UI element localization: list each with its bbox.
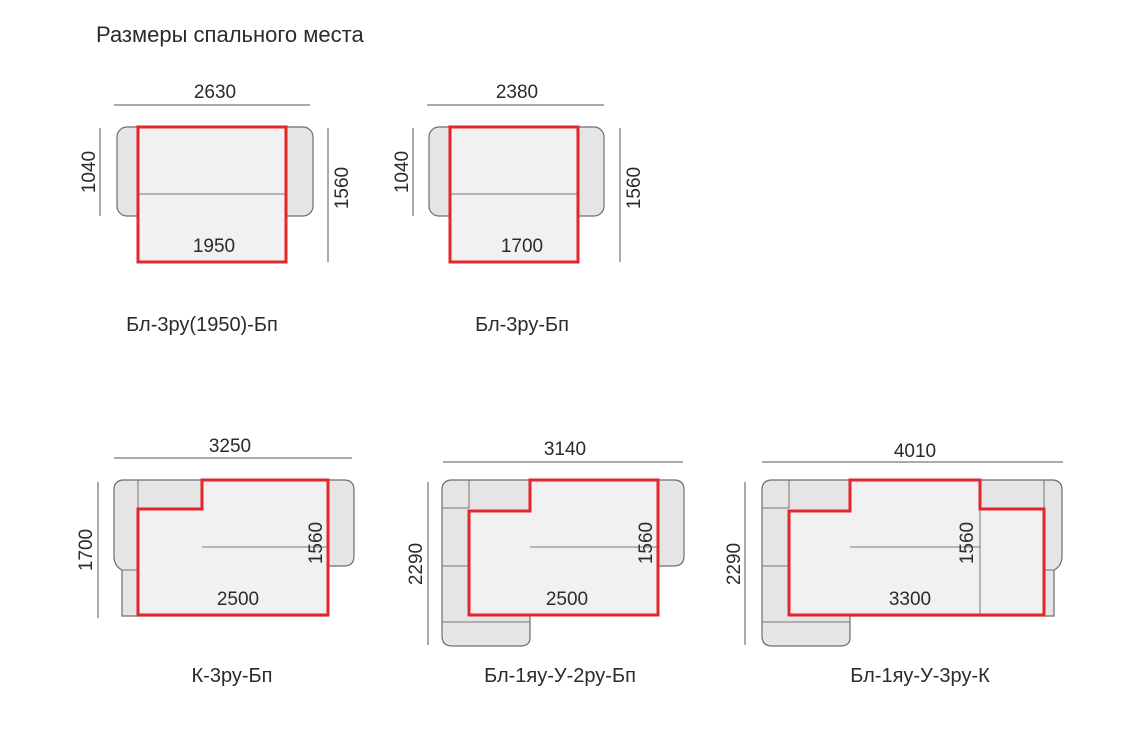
bed-width-label: 2500 <box>546 589 588 610</box>
width-dimension-label: 2630 <box>194 82 236 103</box>
sofa-4: 3140 2290 1560 2500 Бл-1яу-У-2ру-Бп <box>406 439 685 687</box>
width-dimension-label: 4010 <box>894 441 936 462</box>
sofa-name: Бл-1яу-У-3ру-К <box>850 665 990 687</box>
open-depth-dimension-label: 1560 <box>636 522 657 564</box>
bed-width-label: 3300 <box>889 589 931 610</box>
bed-width-label: 1700 <box>501 236 543 257</box>
sofa-5: 4010 2290 1560 3300 Бл-1яу-У-3ру-К <box>724 441 1063 687</box>
open-depth-dimension-label: 1560 <box>332 167 353 209</box>
open-depth-dimension-label: 1560 <box>306 522 327 564</box>
width-dimension-label: 2380 <box>496 82 538 103</box>
sleeping-area-outline <box>136 478 330 617</box>
sleeping-area-outline <box>467 478 660 617</box>
width-dimension-label: 3140 <box>544 439 586 460</box>
depth-dimension-label: 1040 <box>79 151 100 193</box>
sleeping-area-outline <box>136 125 288 264</box>
depth-dimension-label: 1040 <box>392 151 413 193</box>
open-depth-dimension-label: 1560 <box>957 522 978 564</box>
sleeping-area-outline <box>448 125 580 264</box>
sofa-name: К-3ру-Бп <box>192 665 273 687</box>
sofa-2: 2380 1040 1560 1700 Бл-3ру-Бп <box>392 82 645 336</box>
depth-dimension-label: 1700 <box>76 529 97 571</box>
sofa-1: 2630 1040 1560 1950 Бл-3ру(1950)-Бп <box>79 82 353 336</box>
sofa-3: 3250 1700 1560 2500 К-3ру-Бп <box>76 436 355 687</box>
bed-width-label: 2500 <box>217 589 259 610</box>
page-title: Размеры спального места <box>96 22 364 47</box>
depth-dimension-label: 2290 <box>406 543 427 585</box>
depth-dimension-label: 2290 <box>724 543 745 585</box>
width-dimension-label: 3250 <box>209 436 251 457</box>
sofa-name: Бл-3ру(1950)-Бп <box>126 314 278 336</box>
bed-width-label: 1950 <box>193 236 235 257</box>
sofa-name: Бл-3ру-Бп <box>475 314 569 336</box>
open-depth-dimension-label: 1560 <box>624 167 645 209</box>
sleeping-area-outline <box>787 478 1046 617</box>
sofa-name: Бл-1яу-У-2ру-Бп <box>484 665 636 687</box>
